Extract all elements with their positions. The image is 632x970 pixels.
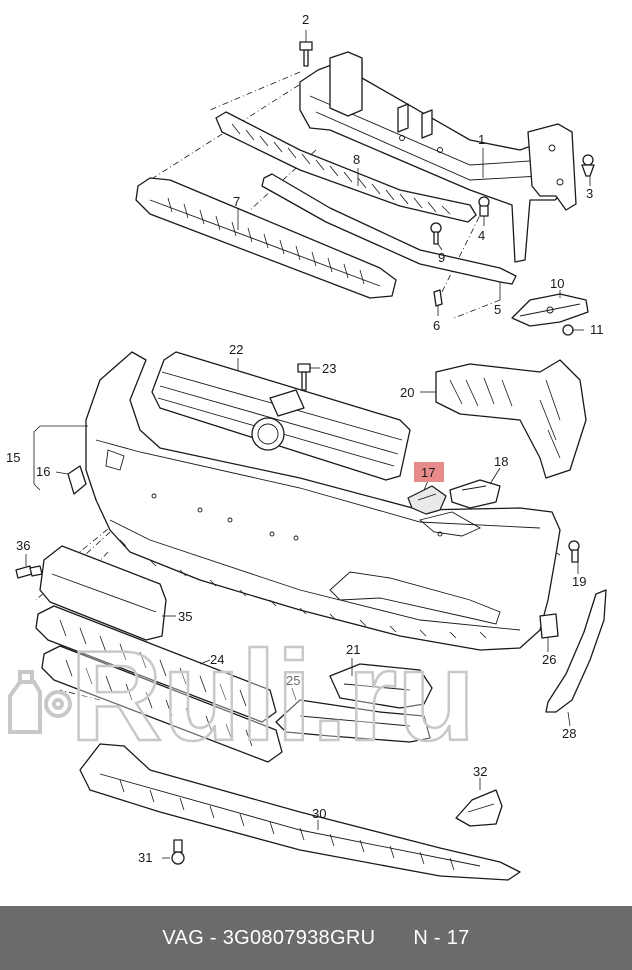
callout-36: 36 — [16, 538, 30, 553]
exploded-parts-diagram: 2 1 3 4 5 6 7 8 9 10 11 15 16 17 18 19 2… — [6, 12, 607, 881]
callout-8: 8 — [353, 152, 360, 167]
part-19-screw — [568, 540, 580, 563]
part-23-screw — [297, 363, 311, 391]
part-25-trim — [275, 699, 431, 743]
part-number: VAG - 3G0807938GRU — [162, 926, 376, 949]
callout-2: 2 — [302, 12, 309, 27]
callout-10: 10 — [550, 276, 564, 291]
callout-23: 23 — [322, 361, 336, 376]
fasteners-upper — [430, 154, 595, 307]
part-28-side-trim — [545, 589, 607, 713]
callout-16: 16 — [36, 464, 50, 479]
part-5-strip — [261, 173, 517, 285]
part-number-footer: VAG - 3G0807938GRU N - 17 — [0, 906, 632, 970]
callout-24: 24 — [210, 652, 224, 667]
part-2-screw — [299, 41, 313, 67]
diagram-position: N - 17 — [413, 926, 470, 949]
callout-7: 7 — [233, 194, 240, 209]
callout-6: 6 — [433, 318, 440, 333]
callout-5: 5 — [494, 302, 501, 317]
part-22-upper-grille — [151, 351, 411, 481]
callout-32: 32 — [473, 764, 487, 779]
part-35-plate-base — [39, 545, 167, 641]
part-32-bracket — [455, 789, 503, 827]
callout-28: 28 — [562, 726, 576, 741]
callout-labels: 2 1 3 4 5 6 7 8 9 10 11 15 16 17 18 19 2… — [6, 12, 604, 865]
part-30-spoiler — [79, 743, 521, 881]
callout-25: 25 — [286, 673, 300, 688]
part-16-cap — [67, 465, 87, 495]
callout-11: 11 — [590, 322, 604, 337]
callout-17-highlight — [414, 462, 444, 482]
part-18-cover — [449, 479, 501, 509]
part-7-absorber — [135, 177, 397, 299]
callout-4: 4 — [478, 228, 485, 243]
part-8-upper-molding — [215, 111, 477, 223]
callout-15: 15 — [6, 450, 20, 465]
callout-19: 19 — [572, 574, 586, 589]
part-17-tow-hook-cap — [407, 485, 447, 515]
part-24-lower-grille — [35, 605, 283, 763]
callout-31: 31 — [138, 850, 152, 865]
callout-35: 35 — [178, 609, 192, 624]
callout-26: 26 — [542, 652, 556, 667]
part-15-bumper-cover — [85, 351, 561, 651]
callout-1: 1 — [478, 132, 485, 147]
part-31-screw — [171, 839, 185, 865]
callout-18: 18 — [494, 454, 508, 469]
part-21-bezel — [329, 663, 433, 709]
part-36-screw — [15, 565, 43, 579]
callout-3: 3 — [586, 186, 593, 201]
callout-30: 30 — [312, 806, 326, 821]
part-26-clip — [539, 613, 559, 639]
callout-17: 17 — [421, 465, 435, 480]
callout-9: 9 — [438, 250, 445, 265]
part-1-reinforcement — [299, 51, 577, 263]
callout-22: 22 — [229, 342, 243, 357]
part-10-bracket — [511, 293, 589, 336]
leader-lines — [25, 30, 591, 859]
callout-20: 20 — [400, 385, 414, 400]
callout-21: 21 — [346, 642, 360, 657]
part-20-side-bracket — [435, 359, 587, 479]
